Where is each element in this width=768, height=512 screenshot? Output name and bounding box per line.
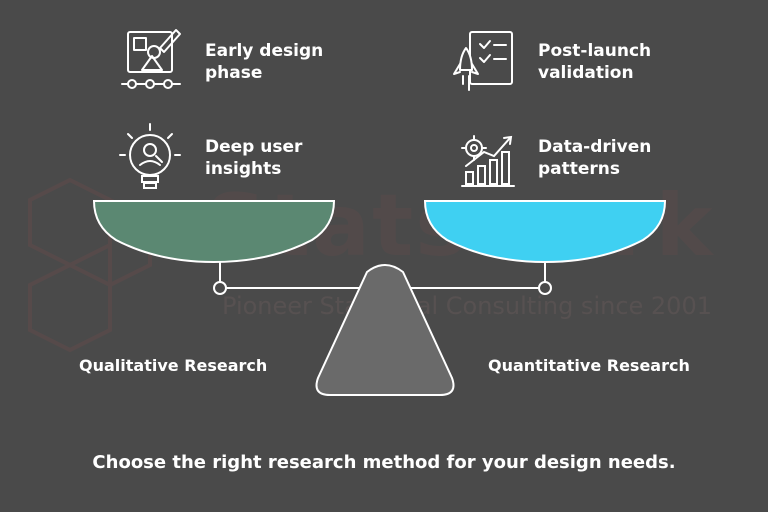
watermark-tagline: Pioneer Statistical Consulting since 200…	[222, 292, 712, 320]
left-item-1-label: Early design phase	[205, 40, 323, 84]
fulcrum	[315, 264, 455, 396]
design-icon	[121, 29, 181, 89]
left-item-2-line1: Deep user	[205, 137, 303, 157]
left-item-1-line1: Early design	[205, 41, 324, 61]
right-pan	[423, 200, 667, 264]
right-item-1-label: Post-launch validation	[538, 40, 651, 84]
lightbulb-user-icon	[119, 123, 181, 189]
left-pivot	[213, 281, 227, 295]
caption: Choose the right research method for you…	[92, 452, 676, 473]
left-item-2-line2: insights	[205, 159, 282, 179]
left-pan-label: Qualitative Research	[79, 356, 268, 375]
right-pan-label: Quantitative Research	[488, 356, 690, 375]
left-item-1-line2: phase	[205, 63, 263, 83]
right-item-2-label: Data-driven patterns	[538, 136, 651, 180]
rocket-checklist-icon	[453, 31, 513, 91]
left-item-2-label: Deep user insights	[205, 136, 302, 180]
gear-bar-chart-icon	[461, 135, 515, 187]
right-item-1-line1: Post-launch	[538, 41, 652, 61]
right-item-1-line2: validation	[538, 63, 634, 83]
right-item-2-line2: patterns	[538, 159, 621, 179]
right-pivot	[538, 281, 552, 295]
left-pan	[92, 200, 336, 264]
right-item-2-line1: Data-driven	[538, 137, 652, 157]
